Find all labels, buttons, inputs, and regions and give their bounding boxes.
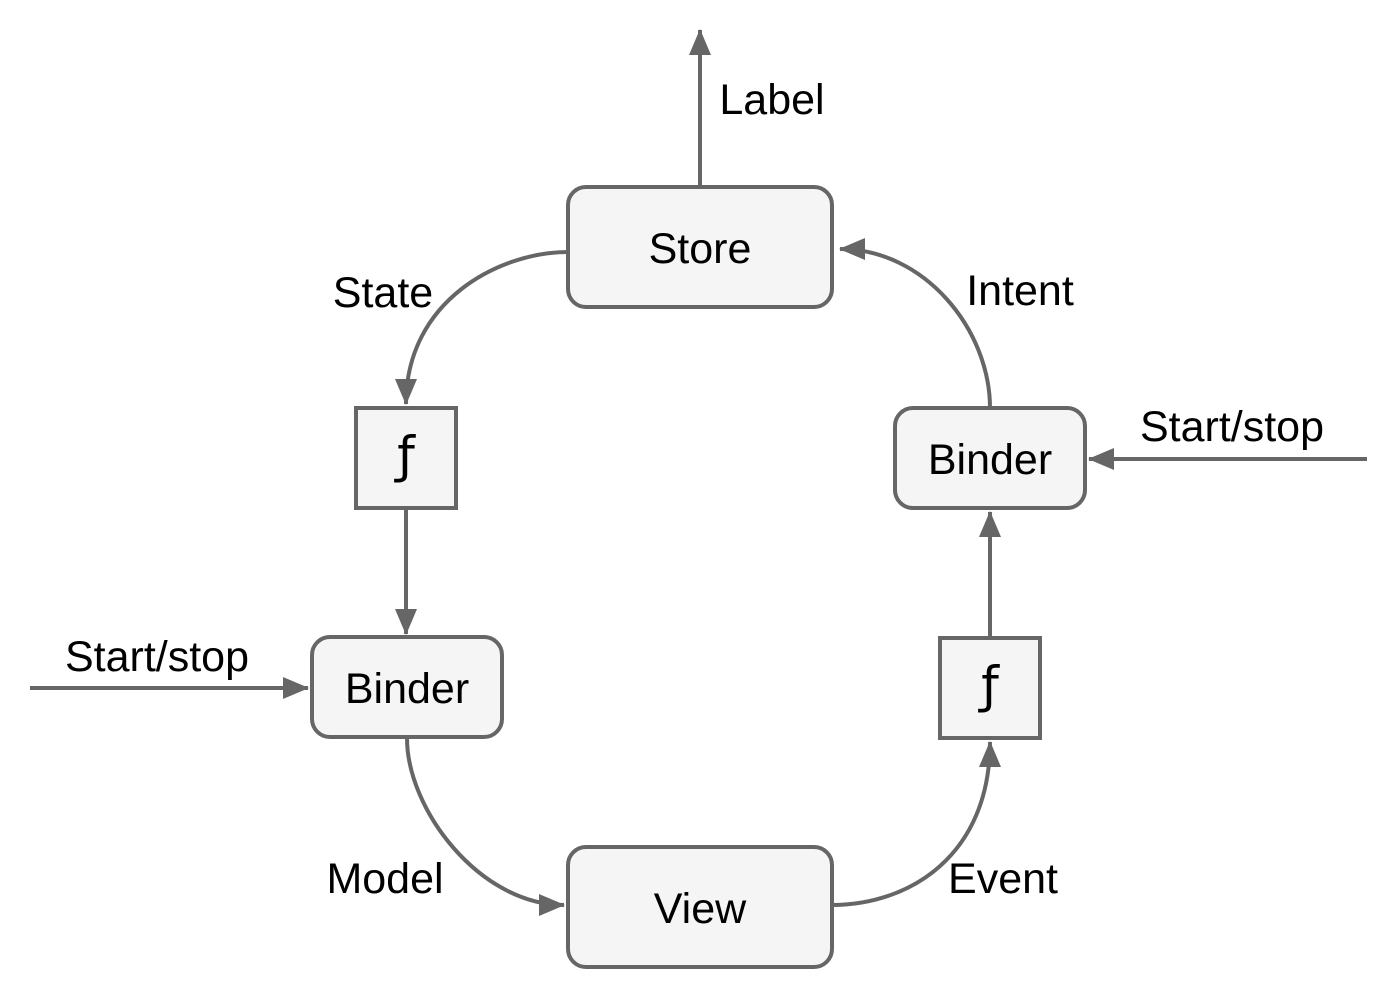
edge-start-stop-left-text: Start/stop: [65, 633, 249, 681]
edge-start-stop-right-text: Start/stop: [1140, 403, 1324, 451]
f-left-box: [354, 406, 458, 510]
edge-state: [395, 250, 569, 405]
f-right-box: [938, 636, 1042, 740]
binder-left-label: Binder: [345, 665, 469, 713]
binder-left-box: [310, 635, 504, 739]
store-box: [566, 185, 834, 309]
view-label: View: [654, 885, 747, 933]
view-box: [566, 845, 834, 969]
binder-right-box: [893, 406, 1087, 510]
store-label: Store: [649, 225, 752, 273]
node-binder-left: Binder: [310, 635, 504, 739]
edge-state-text: State: [333, 269, 433, 317]
f-right-label: ƒ: [977, 656, 1000, 714]
node-binder-right: Binder: [893, 406, 1087, 510]
edge-model-text: Model: [326, 855, 443, 903]
edge-event: [831, 741, 1001, 907]
node-store: Store: [566, 185, 834, 309]
edge-event-text: Event: [948, 855, 1058, 903]
node-f-right: ƒ: [938, 636, 1042, 740]
node-view: View: [566, 845, 834, 969]
f-left-label: ƒ: [393, 426, 416, 484]
node-f-left: ƒ: [354, 406, 458, 510]
edge-model: [405, 737, 565, 916]
edge-intent-text: Intent: [966, 267, 1074, 315]
edge-intent: [839, 238, 992, 409]
edge-label-out-text: Label: [719, 76, 824, 124]
binder-right-label: Binder: [928, 436, 1052, 484]
